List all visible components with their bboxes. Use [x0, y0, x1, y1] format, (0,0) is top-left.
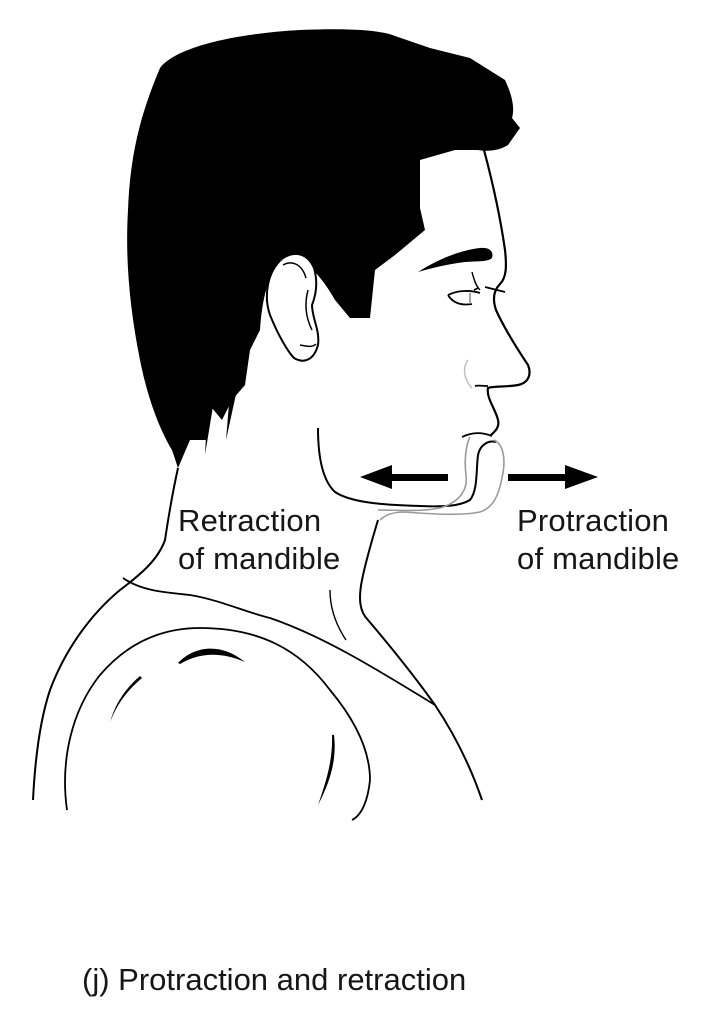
- deltoid-contour: [178, 648, 245, 664]
- nasolabial-fold: [463, 359, 473, 389]
- retraction-label: Retraction of mandible: [178, 502, 340, 578]
- figure-caption: (j) Protraction and retraction: [82, 962, 467, 997]
- retraction-label-line2: of mandible: [178, 541, 341, 576]
- jaw-line: [317, 427, 497, 508]
- eyelid-crease: [471, 271, 481, 291]
- retraction-arrow: [360, 465, 448, 489]
- neck-muscle: [329, 589, 347, 641]
- face-profile: [482, 149, 531, 437]
- ear-inner: [282, 262, 317, 348]
- shoulder-outline: [64, 627, 371, 821]
- deltoid-contour: [110, 676, 142, 722]
- clavicle: [122, 577, 436, 706]
- hair-strand: [226, 380, 238, 440]
- eyebrow: [418, 247, 493, 272]
- retraction-label-line1: Retraction: [178, 503, 322, 538]
- jaw-ghost-retracted: [377, 436, 471, 512]
- protraction-label: Protraction of mandible: [517, 502, 679, 578]
- eye: [447, 286, 506, 306]
- protraction-arrow: [508, 465, 598, 489]
- ear: [265, 252, 320, 362]
- protraction-label-line1: Protraction: [517, 503, 670, 538]
- hair-strand: [205, 400, 214, 455]
- hair-silhouette: [127, 29, 521, 468]
- neck-back: [32, 467, 179, 801]
- jaw-ghost-protracted: [379, 439, 505, 521]
- protraction-label-line2: of mandible: [517, 541, 680, 576]
- neck-front: [359, 519, 483, 801]
- mouth: [461, 432, 493, 438]
- deltoid-contour: [318, 735, 335, 805]
